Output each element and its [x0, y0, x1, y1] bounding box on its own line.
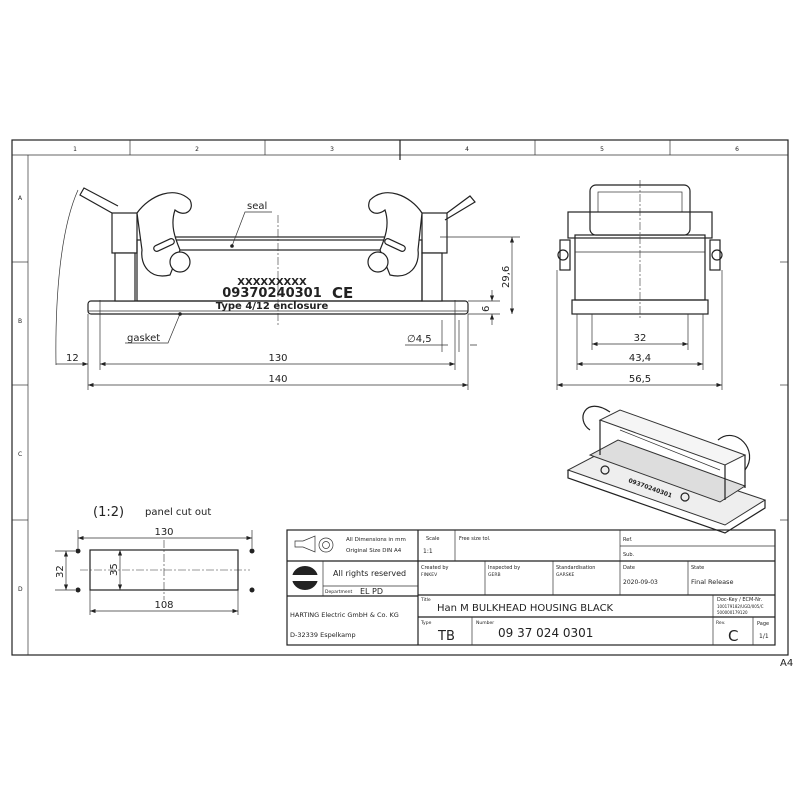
- marking-line: XXXXXXXXX: [237, 277, 307, 288]
- date-label: Date: [623, 565, 635, 571]
- seal-label: seal: [247, 201, 267, 212]
- standardisation: GARSKE: [556, 572, 574, 578]
- dim-hole-pitch: 130: [268, 353, 287, 364]
- gasket-label: gasket: [127, 333, 160, 344]
- front-view: XXXXXXXXX 09370240301 Type 4/12 enclosur…: [55, 187, 520, 390]
- row-label: D: [18, 586, 23, 593]
- cutout-title: panel cut out: [145, 507, 211, 518]
- cutout-dim-width: 108: [154, 600, 173, 611]
- standardisation-label: Standardisation: [556, 565, 595, 571]
- isometric-view: 09370240301: [566, 405, 767, 534]
- rights-note: All rights reserved: [333, 569, 406, 578]
- inspected-by-label: Inspected by: [488, 565, 520, 571]
- scale-label: Scale: [426, 536, 439, 542]
- cutout-scale: (1:2): [93, 505, 124, 520]
- row-label: C: [18, 451, 22, 458]
- type: TB: [437, 629, 455, 644]
- date: 2020-09-03: [623, 579, 658, 586]
- ecm-number: 500000179120: [717, 610, 748, 615]
- sub-label: Sub.: [623, 552, 635, 558]
- cutout-dim-hole-pitch-x: 130: [154, 527, 173, 538]
- inspected-by: GERB: [488, 572, 501, 578]
- drawing-frame: 1 2 3 4 5 6 A B C D A4: [11, 139, 793, 669]
- created-by-label: Created by: [421, 565, 449, 571]
- tolerance-label: Free size tol.: [459, 536, 491, 542]
- department: EL PD: [360, 587, 383, 596]
- projection-symbol-icon: [294, 535, 334, 553]
- ref-label: Ref.: [623, 537, 633, 543]
- dim-height: 29,6: [501, 266, 512, 288]
- state: Final Release: [691, 578, 733, 586]
- ce-mark: CE: [332, 284, 353, 302]
- dim-hole-diameter: ∅4,5: [407, 334, 432, 345]
- row-label: B: [18, 318, 22, 325]
- side-view: 32 43,4 56,5: [556, 180, 723, 390]
- part-number: 09 37 024 0301: [498, 626, 593, 640]
- address: D-32339 Espelkamp: [290, 631, 356, 639]
- marking-enclosure-type: Type 4/12 enclosure: [216, 301, 329, 312]
- page-number: 1/1: [759, 633, 769, 640]
- cutout-dim-height: 35: [109, 563, 120, 576]
- number-label: Number: [476, 620, 494, 626]
- doc-key: 100179182/UGD/005/C: [717, 604, 764, 609]
- state-label: State: [691, 565, 704, 571]
- dim-overhang: 12: [66, 353, 79, 364]
- harting-logo: [290, 566, 320, 590]
- column-label: 4: [465, 146, 469, 153]
- type-label: Type: [420, 620, 432, 626]
- sheet-size: A4: [780, 658, 793, 669]
- column-label: 3: [330, 146, 334, 153]
- revision: C: [728, 627, 738, 645]
- dim-width: 56,5: [629, 374, 651, 385]
- dim-flange: 6: [481, 306, 492, 312]
- company: HARTING Electric GmbH & Co. KG: [290, 611, 399, 619]
- cutout-dim-hole-pitch-y: 32: [55, 565, 66, 578]
- scale: 1:1: [423, 548, 433, 555]
- title-block: All Dimensions in mm Original Size DIN A…: [286, 529, 776, 646]
- title-label: Title: [420, 597, 431, 603]
- doc-key-label: Doc-Key / ECM-Nr.: [717, 597, 762, 603]
- column-label: 6: [735, 146, 739, 153]
- original-size-note: Original Size DIN A4: [346, 548, 402, 554]
- drawing-title: Han M BULKHEAD HOUSING BLACK: [437, 603, 614, 614]
- marking-part-number: 09370240301: [222, 286, 322, 301]
- dim-length: 140: [268, 374, 287, 385]
- panel-cutout: (1:2) panel cut out 130 108 32 35: [55, 505, 255, 615]
- column-label: 5: [600, 146, 604, 153]
- dim-side-hole-pitch: 43,4: [629, 353, 651, 364]
- rev-label: Rev.: [716, 620, 725, 626]
- column-label: 1: [73, 146, 77, 153]
- column-label: 2: [195, 146, 199, 153]
- created-by: FINKEV: [421, 572, 438, 578]
- units-note: All Dimensions in mm: [346, 537, 406, 543]
- page-label: Page: [757, 621, 769, 627]
- row-label: A: [18, 195, 23, 202]
- dim-inner: 32: [634, 333, 647, 344]
- department-label: Department: [325, 589, 352, 595]
